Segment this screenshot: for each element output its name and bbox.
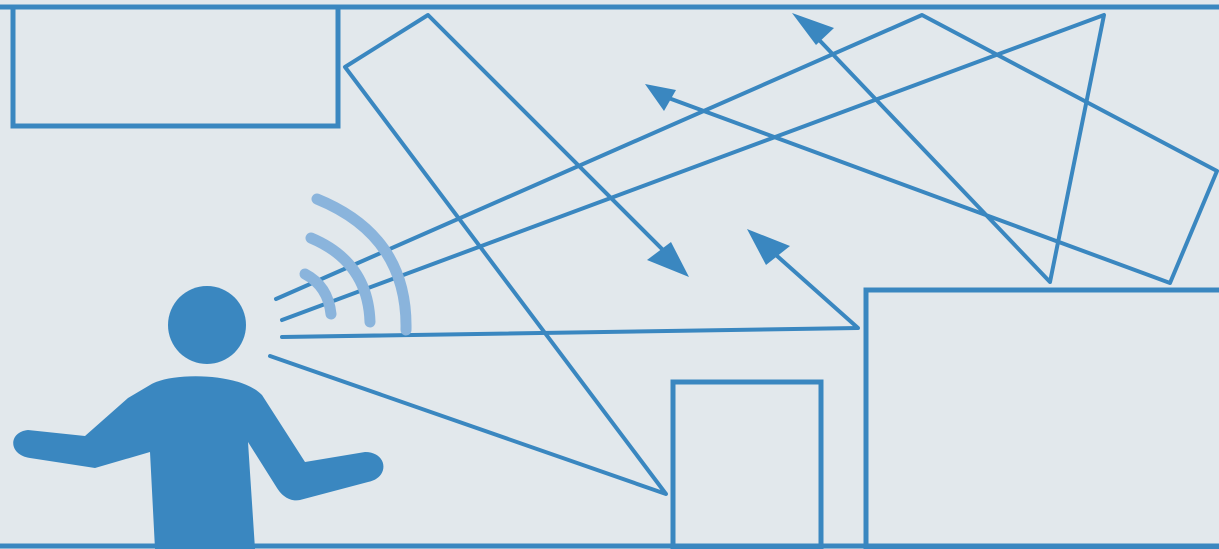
person-body <box>13 376 383 549</box>
speaking-person-icon <box>13 286 383 549</box>
ray-arrowheads <box>645 13 834 277</box>
arrowhead-top <box>792 13 834 45</box>
sound-wave-icon <box>305 199 406 330</box>
arrowhead-upper-left <box>645 84 676 111</box>
right-block <box>866 290 1219 549</box>
person-head <box>168 286 246 364</box>
arrowhead-center-down <box>647 242 689 277</box>
ray-high-path <box>282 15 1104 320</box>
center-box <box>673 382 821 548</box>
reflection-rays <box>270 15 1217 494</box>
upper-left-block <box>13 7 338 126</box>
